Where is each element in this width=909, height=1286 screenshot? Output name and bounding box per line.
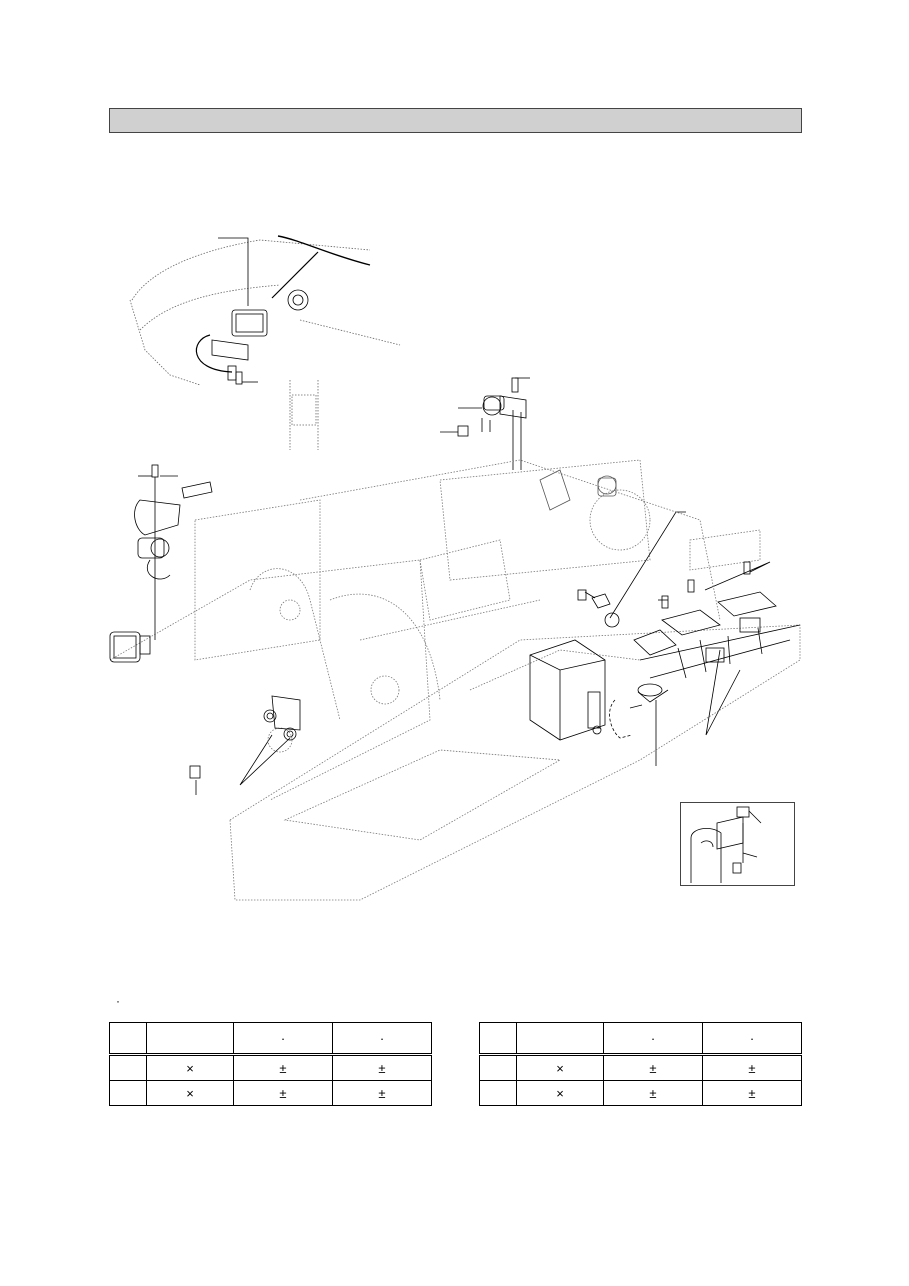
table-cell: · [603, 1022, 703, 1056]
table-cell: · [702, 1022, 802, 1056]
table-cell: ± [233, 1054, 333, 1081]
table-cell [479, 1054, 517, 1081]
table-header-row: · · [479, 1022, 802, 1056]
detail-inset-drawing [690, 806, 762, 883]
table-cell: ± [233, 1080, 333, 1106]
detail-inset-frame [680, 802, 795, 886]
table-row: × ± ± [109, 1054, 432, 1081]
table-cell [479, 1022, 517, 1056]
table-cell [146, 1022, 234, 1056]
table-cell: ± [603, 1080, 703, 1106]
table-row: × ± ± [109, 1080, 432, 1106]
work-lamp-boom [195, 235, 371, 385]
table-cell [109, 1022, 147, 1056]
table-cell: × [146, 1080, 234, 1106]
table-row: × ± ± [479, 1080, 802, 1106]
table-cell: × [516, 1054, 604, 1081]
table-cell: ± [603, 1054, 703, 1081]
spec-table-right: · · × ± ± × ± ± [479, 1022, 802, 1106]
table-header-row: · · [109, 1022, 432, 1056]
table-cell: × [146, 1054, 234, 1081]
table-cell [516, 1022, 604, 1056]
table-cell: · [233, 1022, 333, 1056]
table-cell: ± [702, 1080, 802, 1106]
table-cell: · [332, 1022, 432, 1056]
spec-table-left: · · × ± ± × ± ± [109, 1022, 432, 1106]
table-cell: ± [332, 1054, 432, 1081]
table-row: × ± ± [479, 1054, 802, 1081]
table-cell: ± [332, 1080, 432, 1106]
note-bullet: · [116, 994, 120, 1008]
table-cell: × [516, 1080, 604, 1106]
table-cell [109, 1080, 147, 1106]
table-cell [479, 1080, 517, 1106]
table-cell: ± [702, 1054, 802, 1081]
table-cell [109, 1054, 147, 1081]
section-header-bar [109, 108, 802, 133]
